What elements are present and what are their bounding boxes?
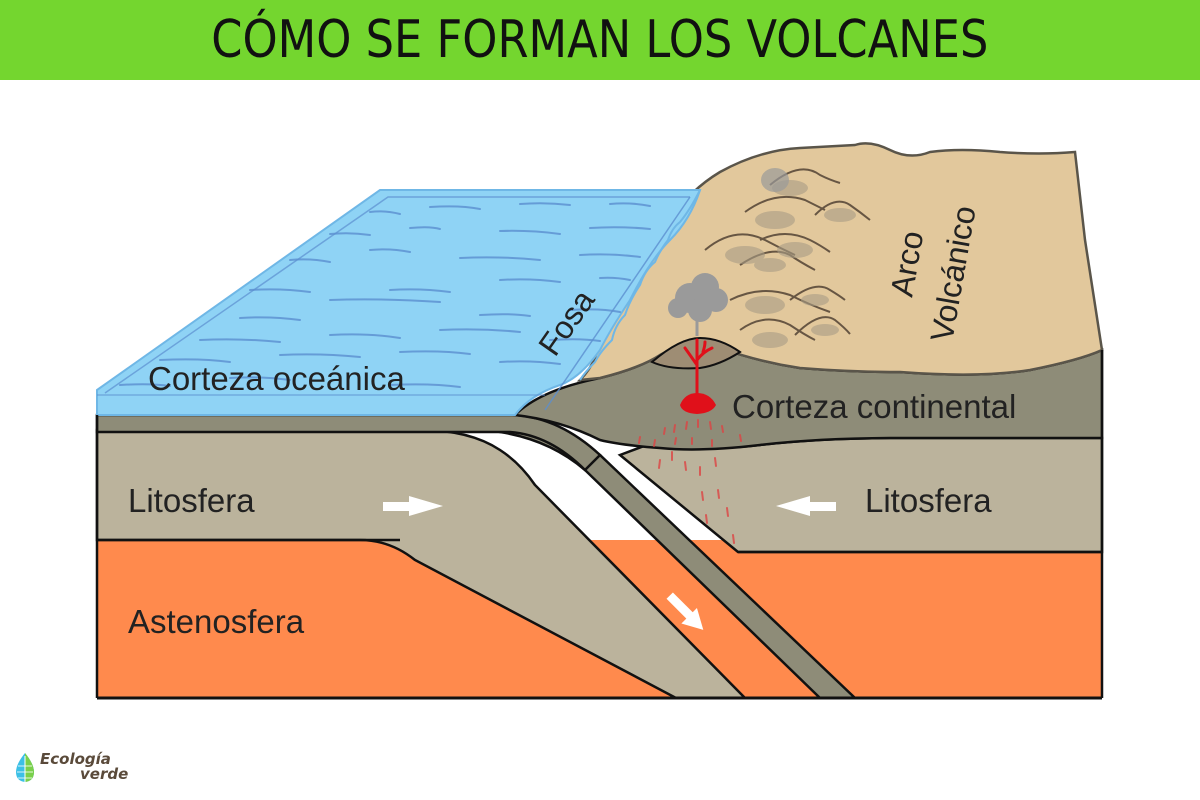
page-title: CÓMO SE FORMAN LOS VOLCANES [211,10,989,70]
label-oceanic-crust: Corteza oceánica [148,360,405,397]
small-ash-cloud [761,168,789,192]
title-banner: CÓMO SE FORMAN LOS VOLCANES [0,0,1200,80]
rising-magma-drops [638,419,742,544]
label-continental-crust: Corteza continental [732,388,1016,425]
magma-chamber [680,393,716,414]
magma-conduit [683,338,714,397]
label-lithosphere-left: Litosfera [128,482,255,519]
label-lithosphere-right: Litosfera [865,482,992,519]
ocean-wave-lines [119,202,651,388]
lithosphere-left-arrow [383,496,443,516]
lithosphere-right-arrow [776,496,836,516]
ecologia-verde-logo: Ecología verde [14,752,128,784]
continental-lithosphere [617,436,1104,554]
land-surface [576,142,1104,382]
logo-text-line1: Ecología [40,750,111,768]
leaf-icon [16,753,34,782]
oceanic-lithosphere [95,428,748,700]
label-asthenosphere: Astenosfera [128,603,305,640]
subduction-arrow [666,592,704,630]
logo-text-line2: verde [80,765,129,783]
ocean-water [96,189,702,416]
ash-cloud [668,273,728,322]
